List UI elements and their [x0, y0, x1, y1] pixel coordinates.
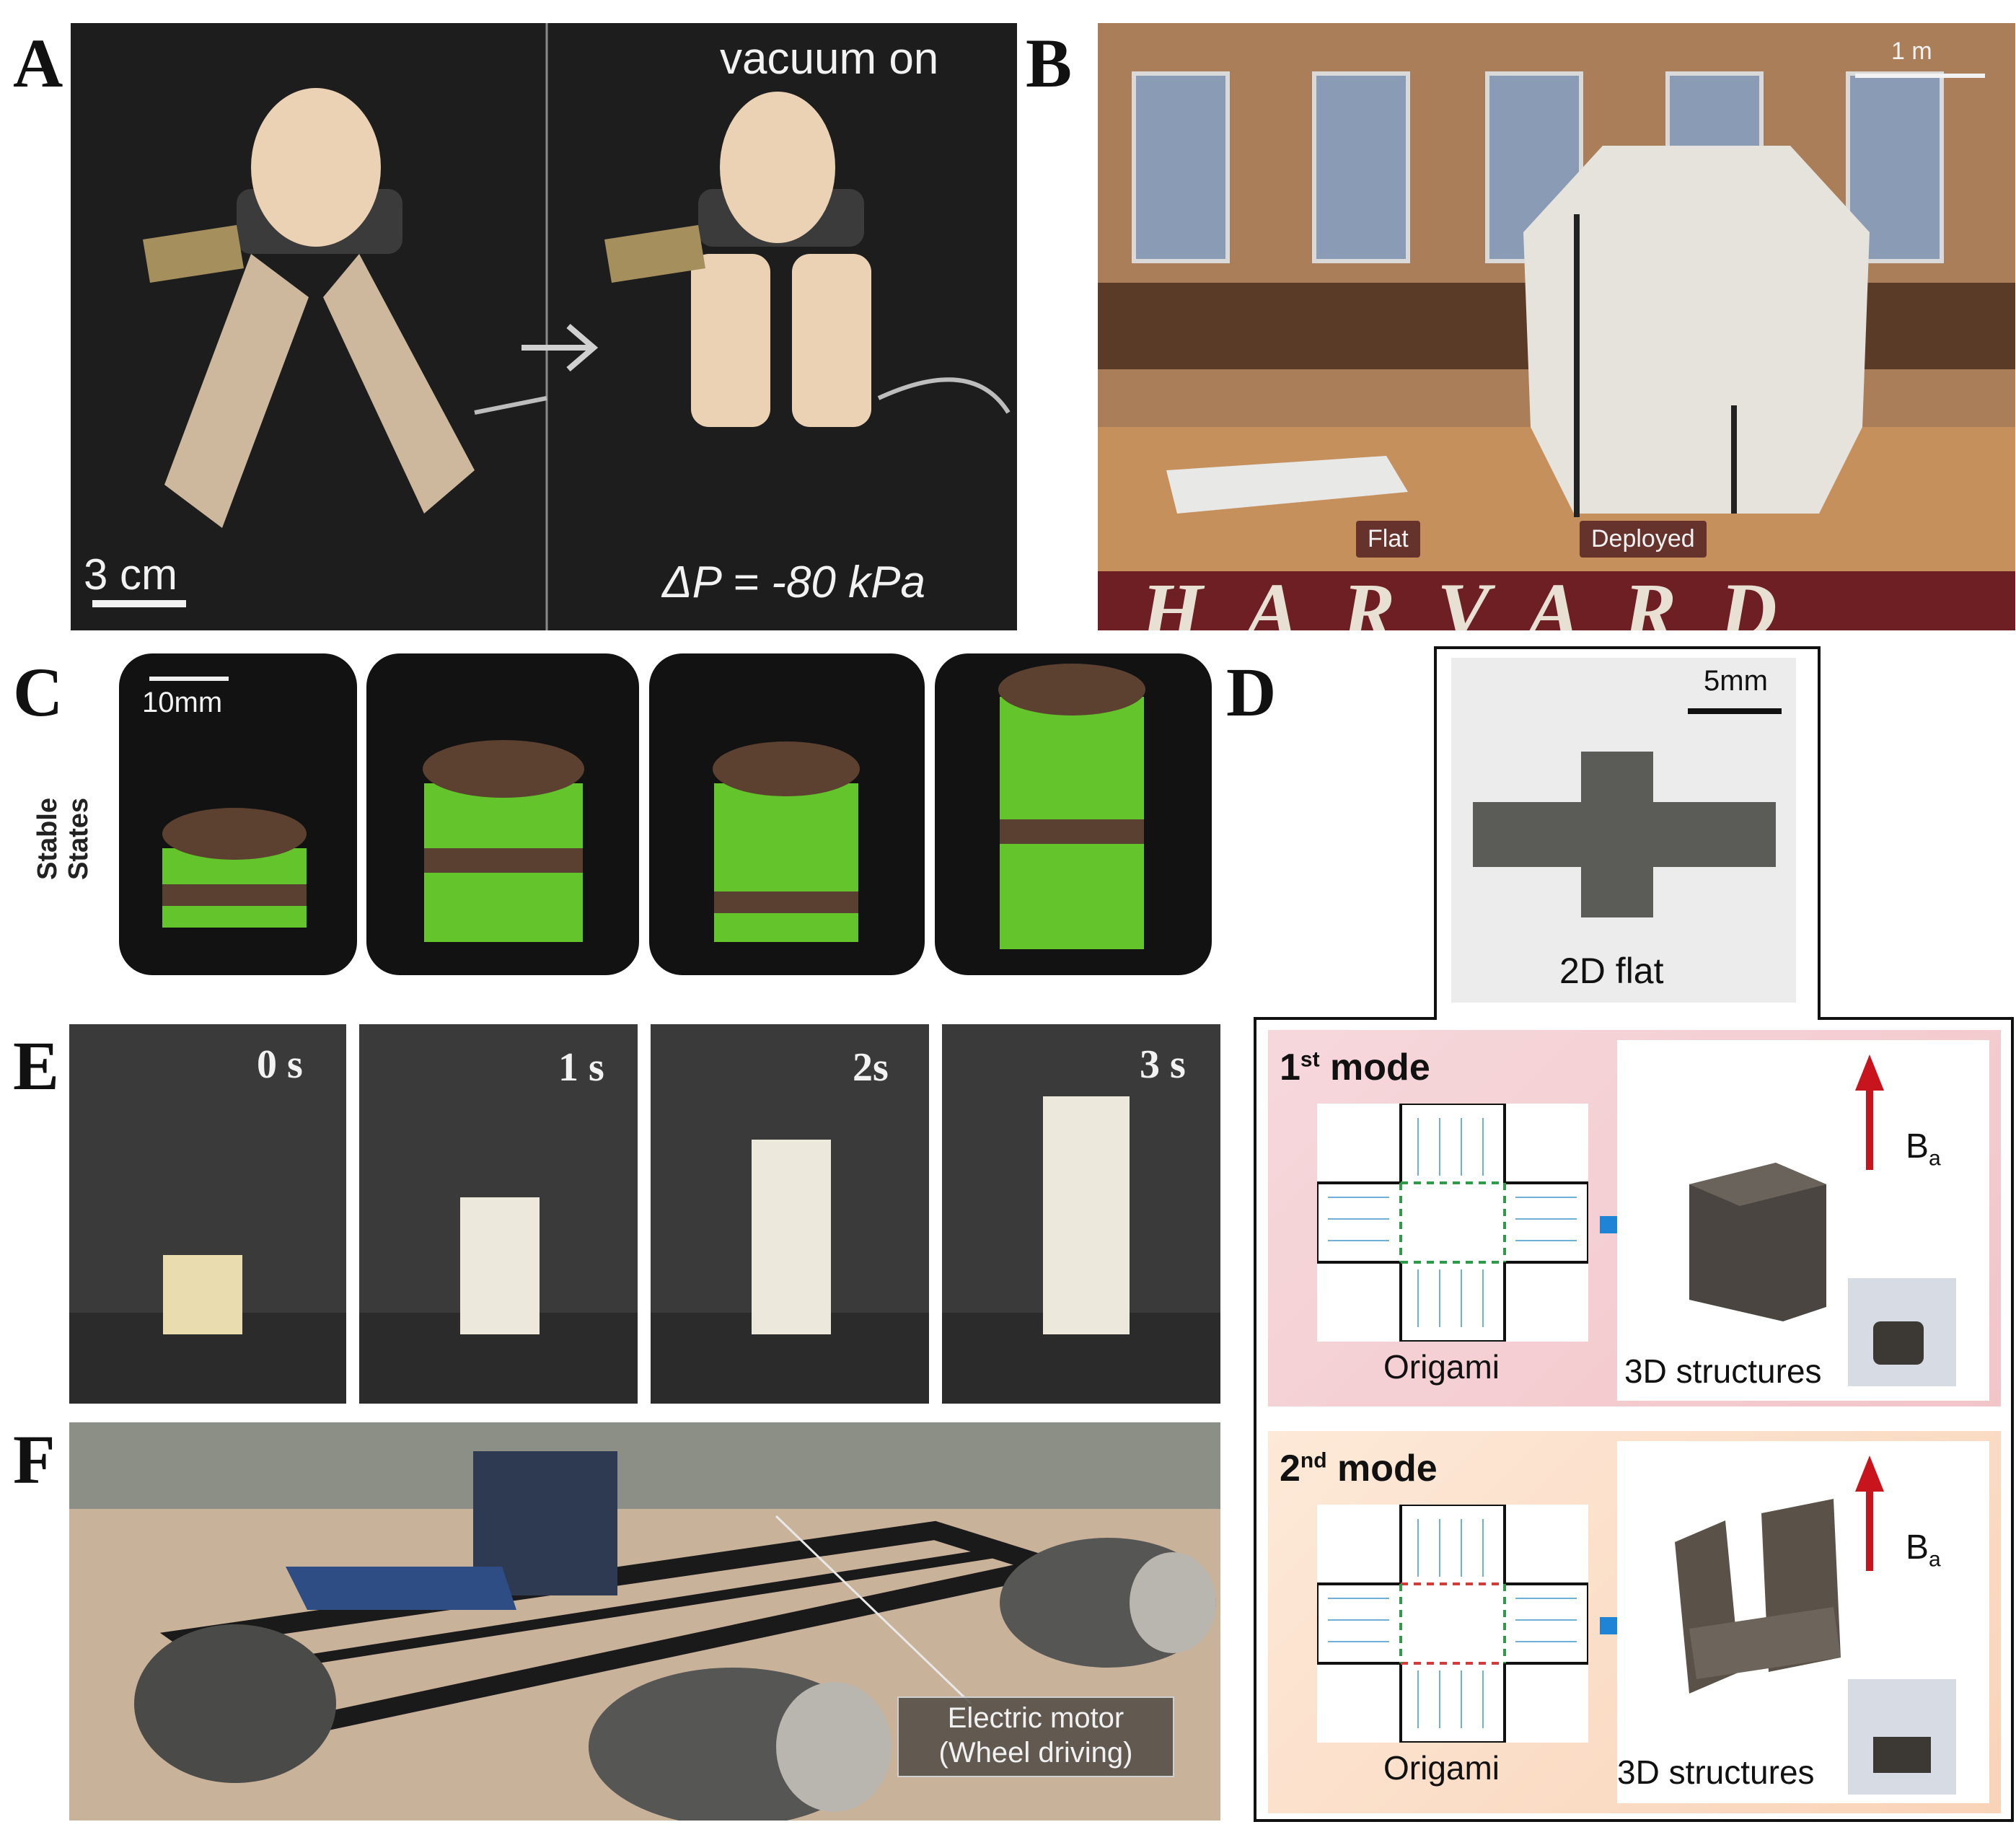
panel-b-illustration [1098, 23, 2015, 630]
soft-gripper-left [143, 88, 547, 528]
panel-a-illustration [143, 23, 1011, 630]
mode1-title-word: mode [1319, 1047, 1430, 1088]
panel-d-scale-label: 5mm [1704, 665, 1768, 697]
mode1-field-label: Ba [1906, 1127, 1941, 1171]
stable-state-tile-4 [935, 653, 1212, 975]
mode1-field-symbol: B [1906, 1127, 1929, 1166]
mode2-structure-photo: Ba 3D structures [1617, 1441, 1989, 1803]
panel-e-letter: E [13, 1027, 60, 1104]
panel-c-letter: C [13, 653, 63, 731]
flat-cross-card: 5mm 2D flat [1451, 658, 1796, 1003]
time-frame-3: 3 s [942, 1024, 1220, 1404]
panel-c-scale-bar [149, 677, 229, 681]
panel-b-scale-bar [1855, 74, 1985, 78]
panel-d-letter: D [1226, 653, 1277, 731]
mode2-field-sub: a [1929, 1547, 1941, 1572]
mode2-field-symbol: B [1906, 1528, 1929, 1567]
panel-a-letter: A [13, 25, 63, 102]
panel-a-photo: vacuum on ΔP = -80 kPa 3 cm [71, 23, 1017, 630]
mode1-title-sup: st [1300, 1047, 1320, 1072]
time-frame-1: 1 s [359, 1024, 638, 1404]
mode2-field-label: Ba [1906, 1528, 1941, 1572]
mode1-field-sub: a [1929, 1146, 1941, 1171]
panel-a-scale-bar [92, 600, 186, 607]
panel-f-photo: Electric motor (Wheel driving) [69, 1422, 1220, 1821]
mode1-structure-photo: Ba 3D structures [1617, 1040, 1989, 1401]
motor-callout-line1: Electric motor [947, 1702, 1124, 1734]
flat-caption: 2D flat [1559, 951, 1664, 991]
deployed-label: Deployed [1580, 521, 1707, 558]
panel-a-state-label: vacuum on [720, 34, 939, 84]
time-frame-2: 2s [651, 1024, 929, 1404]
flat-cross-sample [1473, 752, 1776, 917]
time-label-1: 1 s [558, 1045, 604, 1090]
time-label-3: 3 s [1140, 1042, 1186, 1087]
panel-f-letter: F [13, 1421, 56, 1498]
mode2-structures-label: 3D structures [1617, 1753, 1815, 1791]
panel-f-illustration [69, 1422, 1220, 1821]
panel-d-scale-bar [1688, 708, 1782, 714]
mode2-title: 2nd mode [1280, 1447, 1438, 1490]
mode2-box: 2nd mode Origami [1268, 1431, 2001, 1813]
time-frame-0: 0 s [69, 1024, 346, 1404]
deployed-shelter [1523, 146, 1870, 514]
stable-state-tile-1: 10mm [119, 653, 357, 975]
mode1-title: 1st mode [1280, 1046, 1430, 1089]
soft-gripper-right [604, 92, 1011, 427]
panel-c-scale-label: 10mm [142, 687, 223, 718]
mode2-title-num: 2 [1280, 1448, 1300, 1489]
arrow-right-icon [521, 323, 599, 372]
motor-callout-line2: (Wheel driving) [938, 1737, 1133, 1769]
wheel-rear-left [134, 1624, 336, 1783]
stable-state-tile-2 [366, 653, 639, 975]
flat-shelter [1166, 456, 1408, 514]
motor-callout: Electric motor (Wheel driving) [897, 1696, 1174, 1777]
mode1-box: 1st mode Origami [1268, 1030, 2001, 1406]
panel-a-pressure-label: ΔP = -80 kPa [662, 558, 925, 607]
mode2-origami-diagram [1316, 1503, 1590, 1744]
mode1-origami-label: Origami [1383, 1348, 1500, 1386]
stable-state-tile-3 [649, 653, 925, 975]
floor-text: HARVARD [1141, 567, 1821, 630]
panel-b-photo: 1 m Flat Deployed HARVARD [1098, 23, 2015, 630]
time-label-2: 2s [853, 1045, 889, 1090]
mode2-title-word: mode [1326, 1448, 1438, 1489]
time-label-0: 0 s [257, 1042, 303, 1087]
mode1-structures-label: 3D structures [1624, 1352, 1822, 1390]
mode2-title-sup: nd [1300, 1448, 1327, 1473]
panel-a-scale-label: 3 cm [84, 550, 178, 599]
panel-b-scale-label: 1 m [1891, 38, 1932, 65]
flat-label: Flat [1356, 521, 1420, 558]
mode2-origami-label: Origami [1383, 1749, 1500, 1787]
panel-b-letter: B [1026, 25, 1073, 102]
mode1-title-num: 1 [1280, 1047, 1300, 1088]
mode1-origami-diagram [1316, 1102, 1590, 1343]
